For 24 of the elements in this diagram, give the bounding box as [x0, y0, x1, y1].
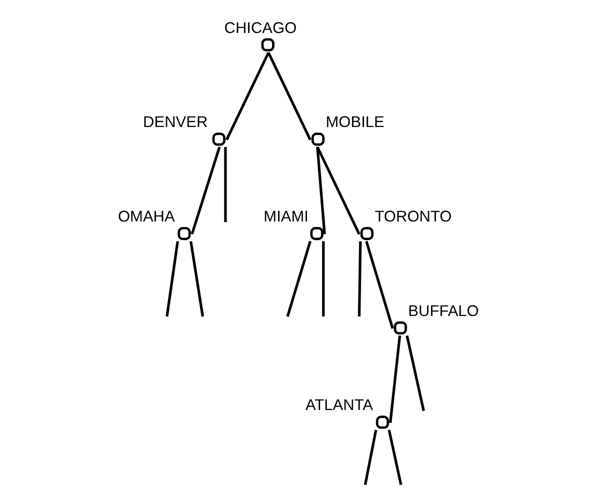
connector	[165, 241, 178, 317]
node-label: TORONTO	[374, 208, 452, 226]
connector	[266, 52, 311, 140]
node-label: MIAMI	[263, 208, 308, 226]
connector	[316, 146, 360, 235]
connector	[224, 52, 270, 140]
connector	[387, 430, 402, 486]
connector	[364, 240, 394, 329]
connector	[357, 241, 362, 316]
connector	[388, 336, 401, 423]
node-label: BUFFALO	[408, 302, 478, 320]
node-label: MOBILE	[325, 114, 384, 132]
connector	[363, 430, 377, 486]
connector	[189, 241, 204, 317]
connector	[405, 335, 424, 412]
connector	[286, 240, 311, 317]
connector	[224, 146, 226, 222]
node-label: ATLANTA	[304, 397, 373, 414]
node-label: CHICAGO	[224, 20, 296, 37]
node-label: DENVER	[142, 114, 208, 132]
connector	[190, 146, 220, 235]
connector	[322, 241, 324, 316]
node-label: OMAHA	[117, 208, 174, 226]
connector	[316, 146, 326, 234]
